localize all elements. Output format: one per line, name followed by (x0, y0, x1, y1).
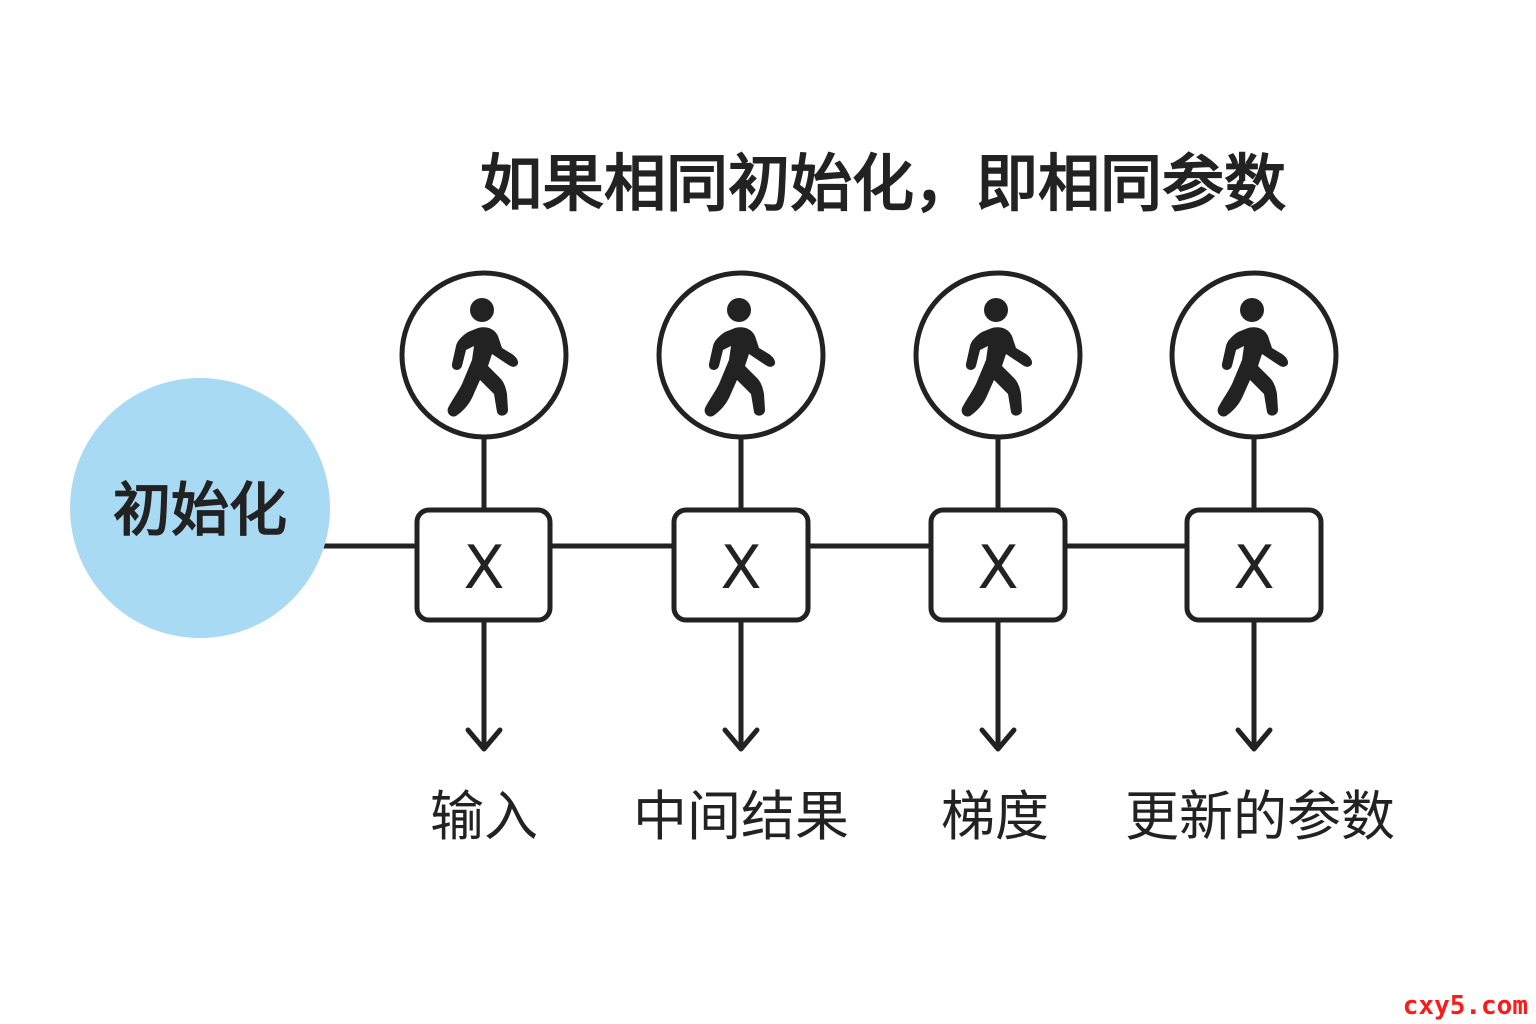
operator-label-2: X (720, 533, 761, 603)
initialization-circle (70, 378, 330, 638)
arrow-down-icon (1235, 727, 1273, 752)
initialization-node: 初始化 (70, 378, 330, 638)
arrow-down-icon (465, 727, 503, 752)
stage-3: X 梯度 (913, 270, 1083, 848)
output-label-3: 梯度 (941, 785, 1049, 848)
arrow-down-icon (722, 727, 760, 752)
output-label-2: 中间结果 (633, 785, 849, 848)
operator-label-1: X (463, 533, 504, 603)
output-label-4: 更新的参数 (1125, 785, 1395, 848)
diagram-title: 如果相同初始化，即相同参数 (480, 147, 1286, 220)
stage-2: X 中间结果 (633, 270, 849, 848)
output-label-1: 输入 (430, 785, 538, 848)
arrow-down-icon (979, 727, 1017, 752)
initialization-label: 初始化 (113, 476, 287, 544)
operator-label-3: X (977, 533, 1018, 603)
watermark: cxy5.com (1403, 991, 1528, 1021)
stage-1: X 输入 (399, 270, 569, 848)
stage-4: X 更新的参数 (1125, 270, 1395, 848)
operator-label-4: X (1233, 533, 1274, 603)
